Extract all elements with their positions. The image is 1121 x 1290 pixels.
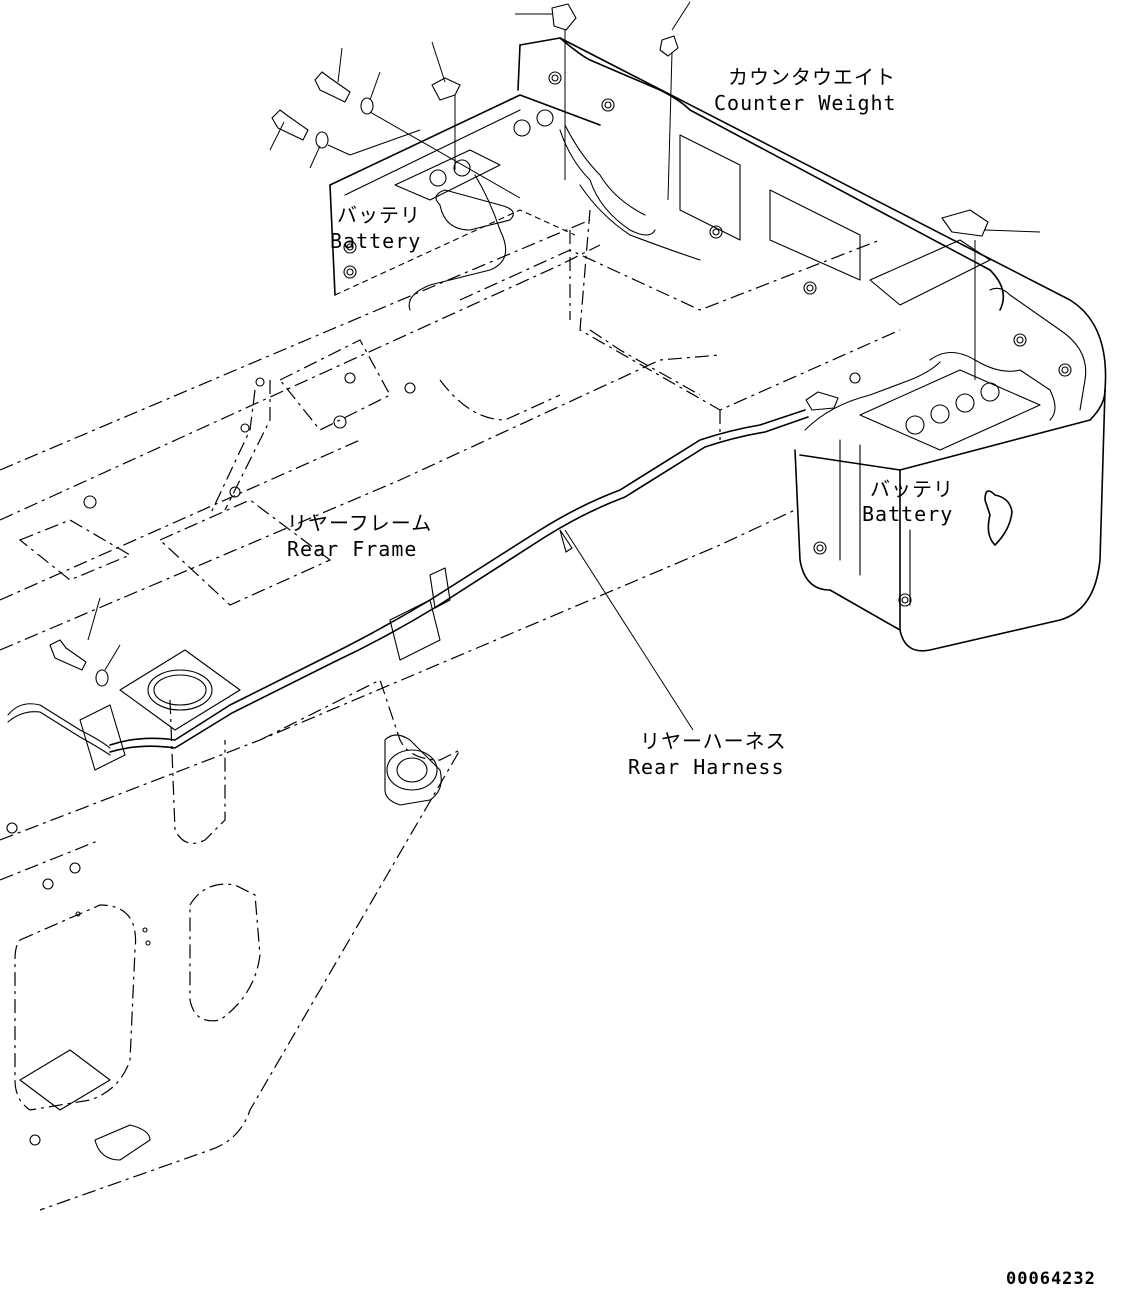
battery-right-label-en: Battery bbox=[862, 502, 953, 526]
rear-frame-label-en: Rear Frame bbox=[287, 537, 417, 561]
counterweight bbox=[517, 37, 1107, 652]
drawing-number: 00064232 bbox=[1006, 1269, 1096, 1289]
rear-frame-label-jp: リヤーフレーム bbox=[287, 511, 432, 535]
fasteners bbox=[49, 3, 989, 687]
counter-weight-label-en: Counter Weight bbox=[714, 91, 897, 115]
counter-weight-label-jp: カウンタウエイト bbox=[728, 65, 896, 89]
battery-left-label-en: Battery bbox=[330, 229, 421, 253]
labels: カウンタウエイト Counter Weight バッテリ Battery バッテ… bbox=[287, 65, 1096, 1289]
battery-left-label-jp: バッテリ bbox=[337, 203, 421, 227]
rear-harness bbox=[7, 174, 809, 771]
leader-lines bbox=[87, 1, 1041, 731]
rear-frame bbox=[0, 209, 901, 1211]
rear-harness-label-en: Rear Harness bbox=[628, 755, 785, 779]
battery-right-label-jp: バッテリ bbox=[870, 477, 954, 501]
battery-box-right bbox=[804, 351, 1056, 606]
battery-box-left bbox=[329, 94, 656, 296]
rear-harness-label-jp: リヤーハーネス bbox=[640, 729, 787, 753]
